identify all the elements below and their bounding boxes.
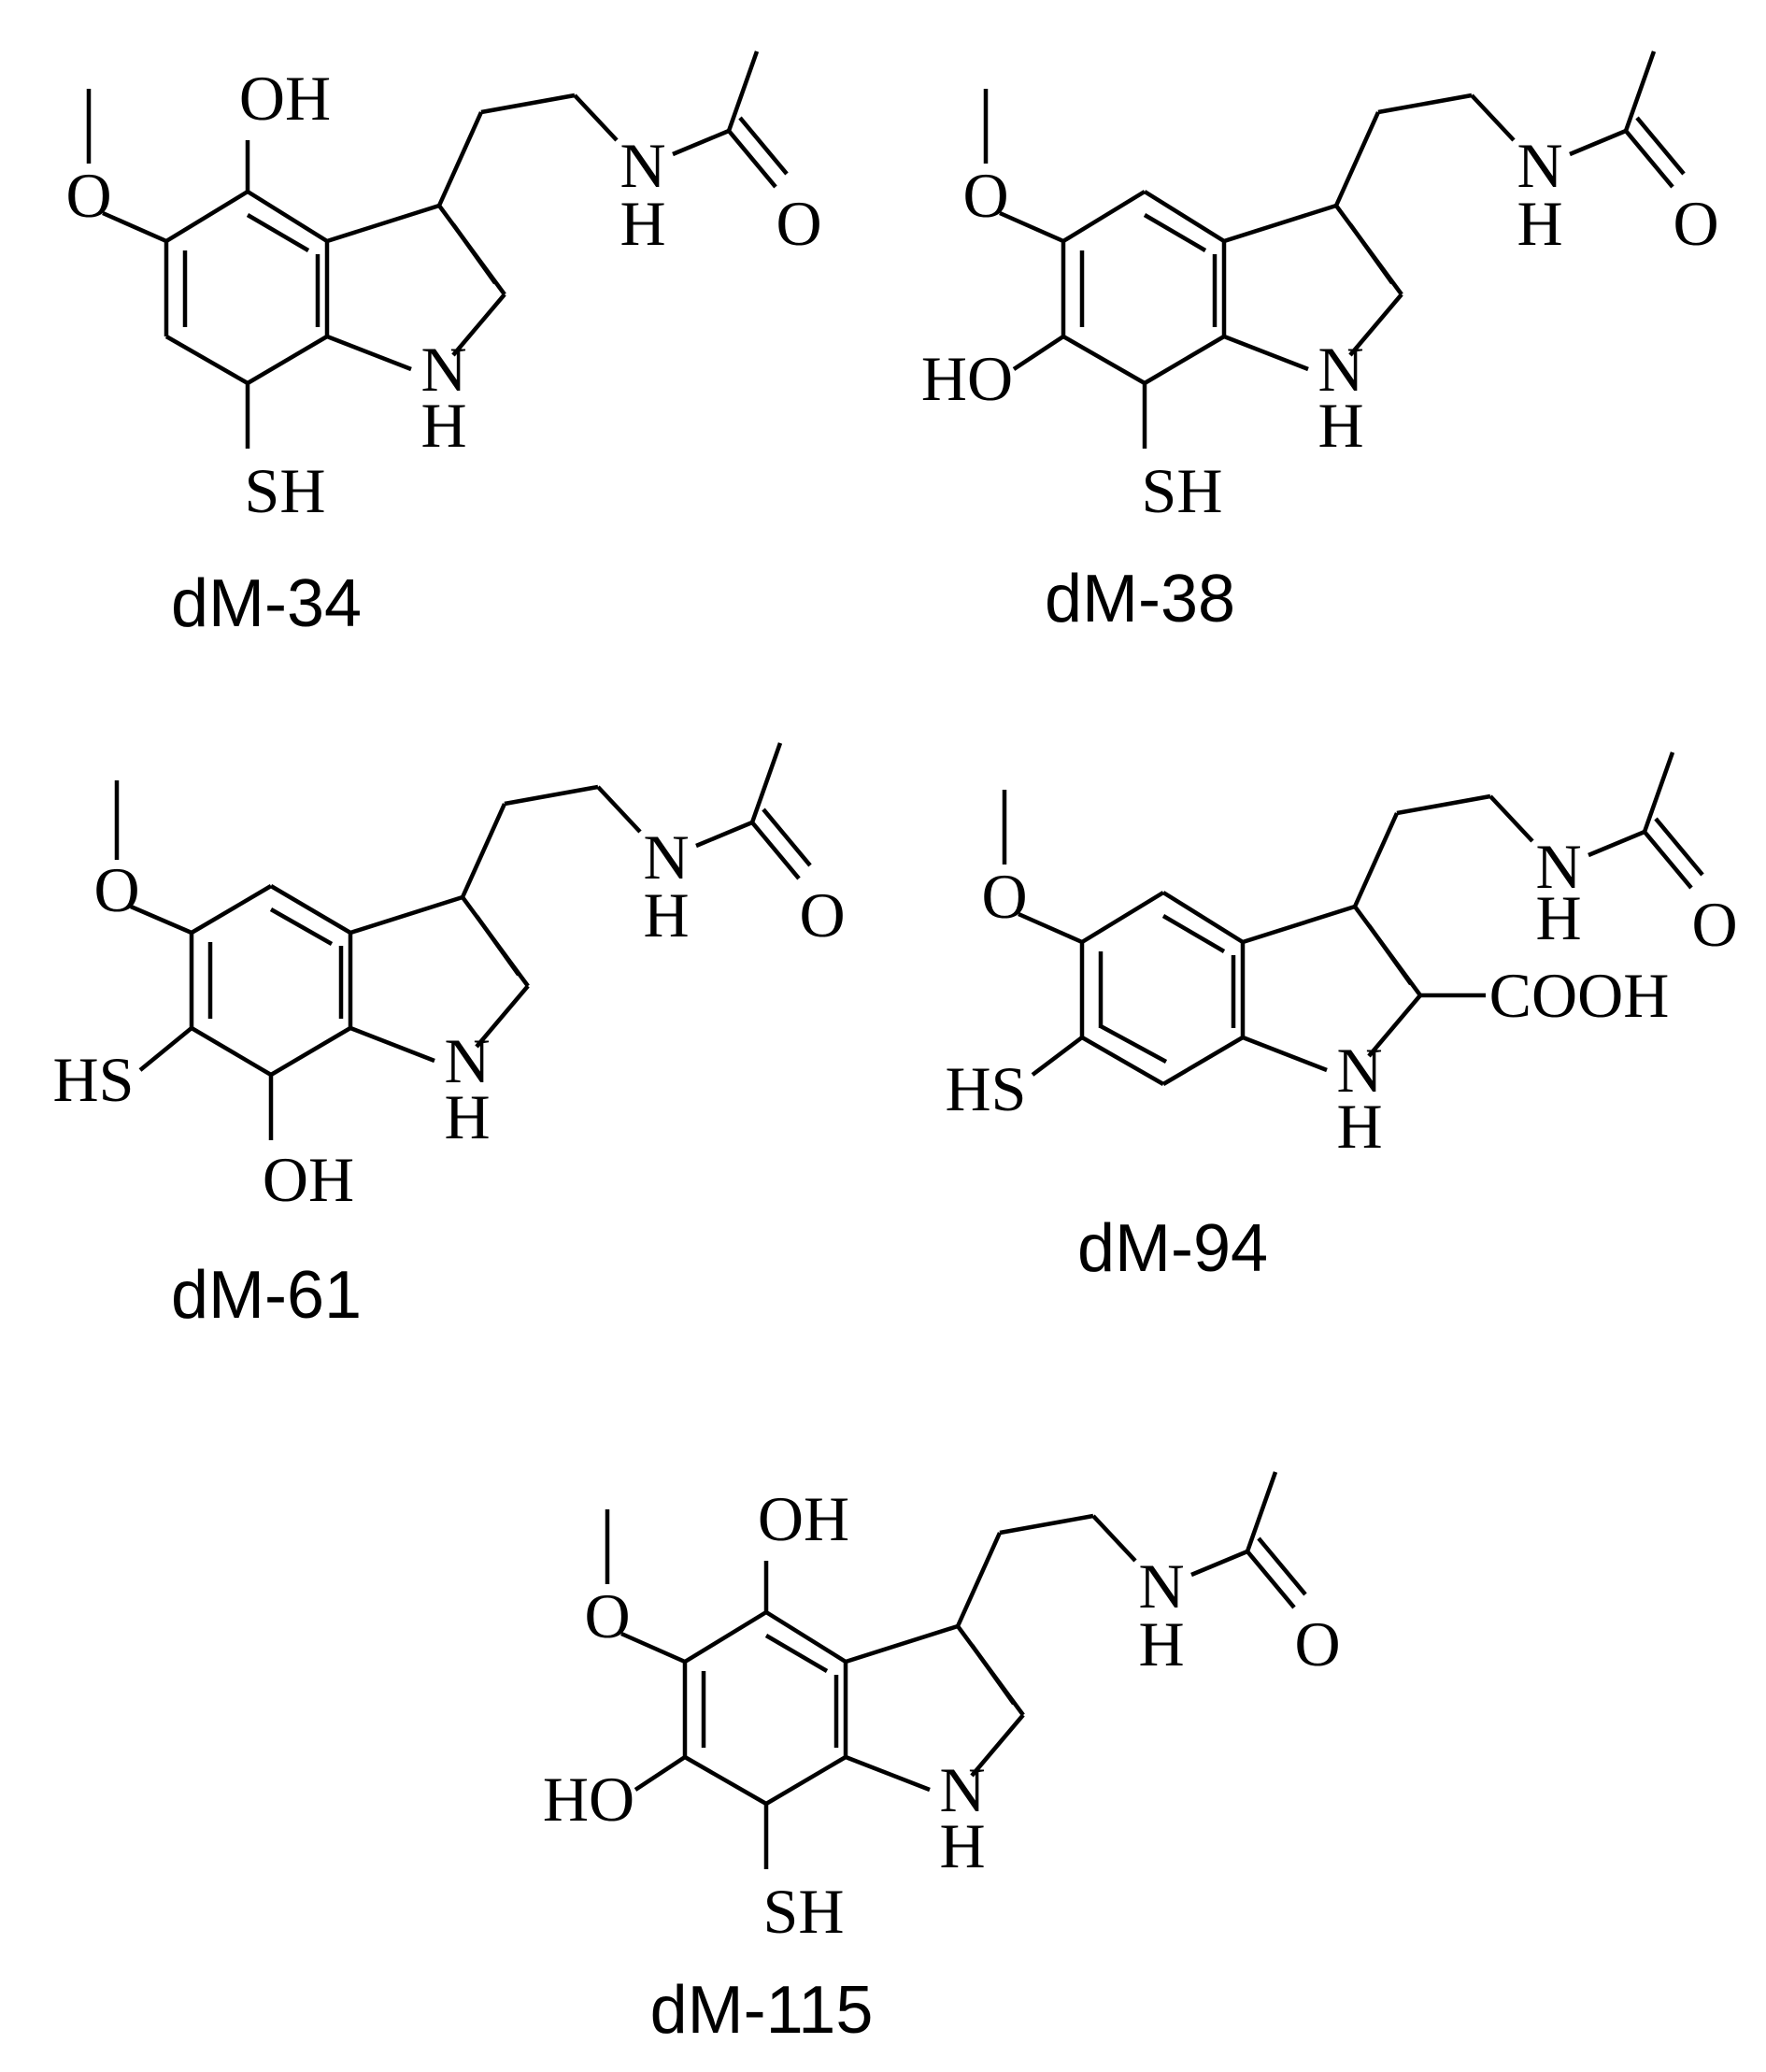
indole-hydrogen-label: H <box>939 1810 985 1881</box>
carbonyl-oxygen-label: O <box>1294 1608 1340 1679</box>
amide-hydrogen-label: H <box>1138 1608 1184 1679</box>
hydroxyl-6-label: HO <box>543 1764 634 1835</box>
carbonyl-oxygen-label: O <box>1673 188 1718 259</box>
indole-hydrogen-label: H <box>420 390 466 461</box>
hydroxyl-label: OH <box>263 1144 354 1215</box>
methoxy-oxygen-label: O <box>584 1580 630 1651</box>
indole-nitrogen-label: N <box>1317 334 1363 405</box>
hydroxyl-label: HO <box>921 343 1013 414</box>
bonds <box>983 50 1686 449</box>
hydroxyl-4-label: OH <box>758 1483 849 1554</box>
thiol-label: HS <box>53 1044 135 1115</box>
indole-hydrogen-label: H <box>444 1081 490 1152</box>
compound-caption: dM-115 <box>650 1973 874 2048</box>
hydroxyl-label: OH <box>239 63 331 134</box>
indole-nitrogen-label: N <box>1336 1035 1382 1106</box>
bonds <box>605 1471 1307 1869</box>
bonds <box>86 50 789 449</box>
molecule-dm-61: O HS OH N H N H O dM-61 <box>53 742 846 1333</box>
amide-nitrogen-label: N <box>620 130 665 201</box>
molecule-dm-34: O OH SH N H N H O dM-34 <box>65 50 822 641</box>
methoxy-oxygen-label: O <box>65 160 111 231</box>
indole-hydrogen-label: H <box>1336 1091 1382 1162</box>
carboxylic-acid-label: COOH <box>1489 960 1670 1031</box>
thiol-label: SH <box>1142 455 1223 526</box>
compound-caption: dM-94 <box>1077 1211 1268 1286</box>
compound-caption: dM-38 <box>1045 562 1235 636</box>
carbonyl-oxygen-label: O <box>776 188 821 259</box>
indole-nitrogen-label: N <box>444 1025 490 1096</box>
amide-hydrogen-label: H <box>643 879 689 950</box>
indole-nitrogen-label: N <box>420 334 466 405</box>
amide-nitrogen-label: N <box>1138 1550 1184 1622</box>
amide-nitrogen-label: N <box>643 822 689 893</box>
methoxy-oxygen-label: O <box>93 854 139 925</box>
bonds <box>1002 751 1704 1086</box>
methoxy-oxygen-label: O <box>981 861 1027 932</box>
molecule-dm-94: O HS COOH N H N H O dM-94 <box>946 751 1738 1286</box>
amide-hydrogen-label: H <box>1535 882 1581 953</box>
amide-hydrogen-label: H <box>620 188 665 259</box>
molecule-dm-115: O OH HO SH N H N H O dM-115 <box>543 1471 1341 2048</box>
carbonyl-oxygen-label: O <box>799 879 845 950</box>
indole-hydrogen-label: H <box>1317 390 1363 461</box>
compound-caption: dM-61 <box>171 1258 362 1333</box>
thiol-label: HS <box>946 1053 1027 1124</box>
molecule-dm-38: O HO SH N H N H O dM-38 <box>921 50 1719 636</box>
amide-nitrogen-label: N <box>1535 831 1581 902</box>
thiol-label: SH <box>245 455 326 526</box>
amide-nitrogen-label: N <box>1517 130 1562 201</box>
indole-nitrogen-label: N <box>939 1754 985 1825</box>
bonds <box>114 742 812 1140</box>
carbonyl-oxygen-label: O <box>1691 889 1737 960</box>
thiol-label: SH <box>763 1876 845 1947</box>
amide-hydrogen-label: H <box>1517 188 1562 259</box>
methoxy-oxygen-label: O <box>962 160 1008 231</box>
compound-caption: dM-34 <box>171 566 362 641</box>
